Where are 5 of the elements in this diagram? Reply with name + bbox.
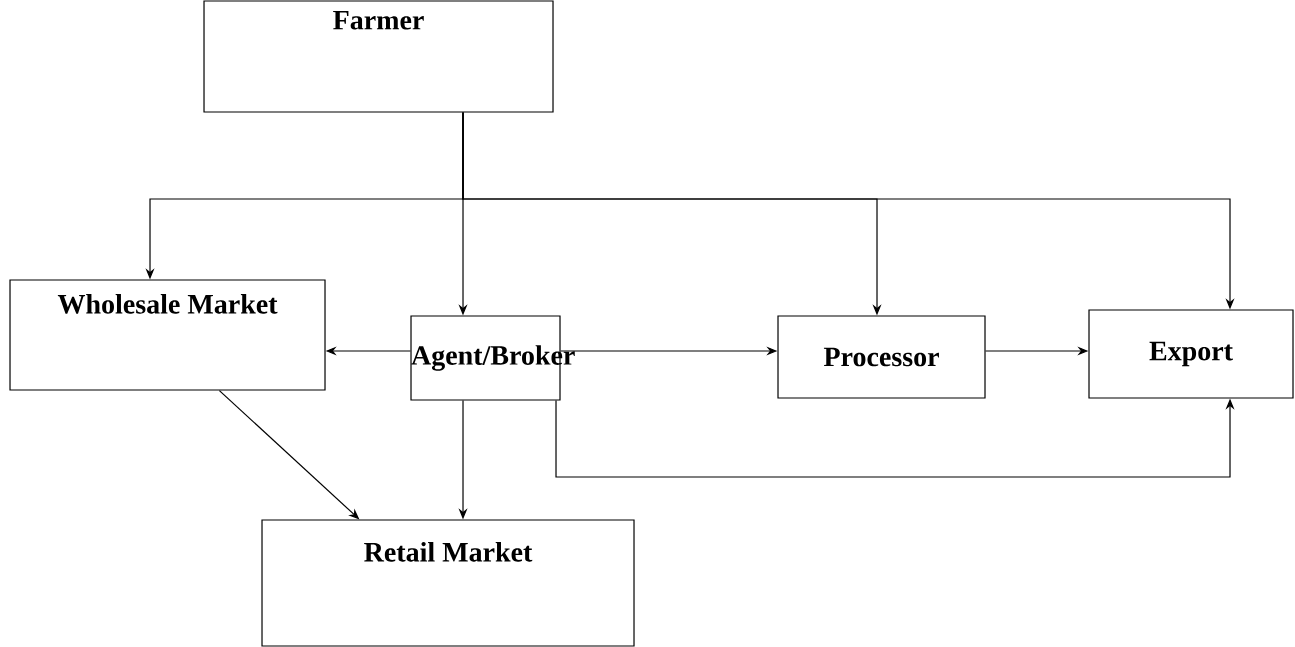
flow-box: Retail Market: [261, 519, 635, 647]
flow-box: Processor: [777, 315, 986, 399]
flow-box: Export: [1088, 309, 1294, 399]
flow-box: Wholesale Market: [9, 279, 326, 391]
flow-box: Farmer: [203, 0, 554, 113]
